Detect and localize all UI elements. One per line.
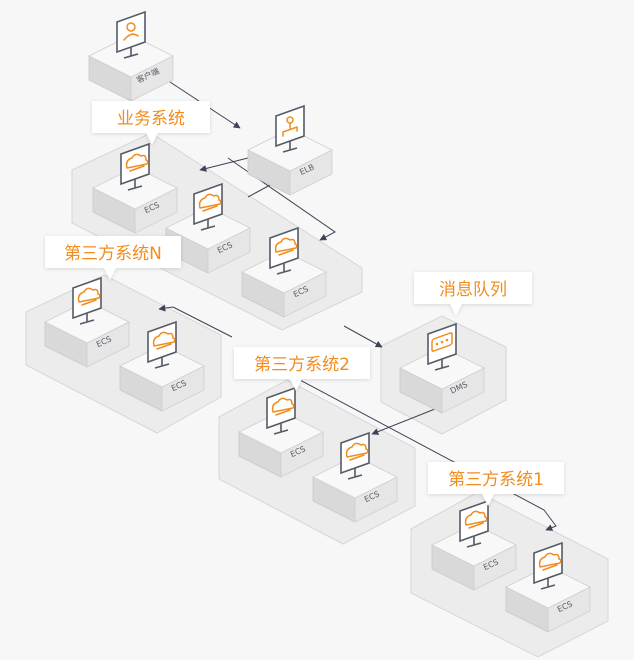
dms-node[interactable]: DMS: [399, 323, 485, 414]
business-ecs-3[interactable]: ECS: [241, 227, 327, 318]
third-1-ecs-1[interactable]: ECS: [431, 500, 517, 591]
callout-third-party-n: 第三方系统N: [45, 236, 181, 280]
message-dots-icon: [431, 332, 453, 352]
flow-arrow-to-third-n: [158, 304, 174, 312]
group-label-third-2: 第三方系统2: [254, 355, 350, 375]
flow-line-third-n: [172, 306, 233, 338]
flow-arrow-to-business-ecs: [199, 157, 249, 172]
third-party-n-platform: [25, 274, 222, 434]
callout-business-system: 业务系统: [92, 101, 210, 145]
group-label-queue: 消息队列: [439, 280, 507, 300]
flow-arrow-business-to-dms: [343, 325, 383, 348]
callout-message-queue: 消息队列: [414, 272, 532, 316]
group-label-business: 业务系统: [117, 109, 185, 129]
flow-arrow-dms-to-third-2: [371, 406, 441, 435]
business-ecs-2[interactable]: ECS: [165, 183, 251, 274]
flow-arrow-elb-to-ecs: [227, 157, 336, 241]
business-ecs-1[interactable]: ECS: [92, 143, 178, 234]
third-n-ecs-2[interactable]: ECS: [119, 321, 205, 412]
load-balancer-icon: [282, 116, 298, 137]
third-2-ecs-2[interactable]: ECS: [312, 432, 398, 523]
third-1-ecs-2[interactable]: ECS: [505, 542, 591, 633]
third-party-1-platform: [410, 491, 609, 658]
third-n-ecs-1[interactable]: ECS: [44, 277, 130, 368]
group-label-third-1: 第三方系统1: [448, 470, 544, 490]
client-node[interactable]: 客户端: [88, 11, 174, 102]
flow-arrow-to-third-1: [299, 379, 557, 531]
callout-third-party-2: 第三方系统2: [234, 347, 370, 391]
user-icon: [123, 22, 139, 41]
third-2-ecs-1[interactable]: ECS: [238, 387, 324, 478]
elb-node[interactable]: ELB: [247, 105, 333, 196]
group-label-third-n: 第三方系统N: [64, 244, 162, 264]
callout-third-party-1: 第三方系统1: [428, 462, 564, 506]
